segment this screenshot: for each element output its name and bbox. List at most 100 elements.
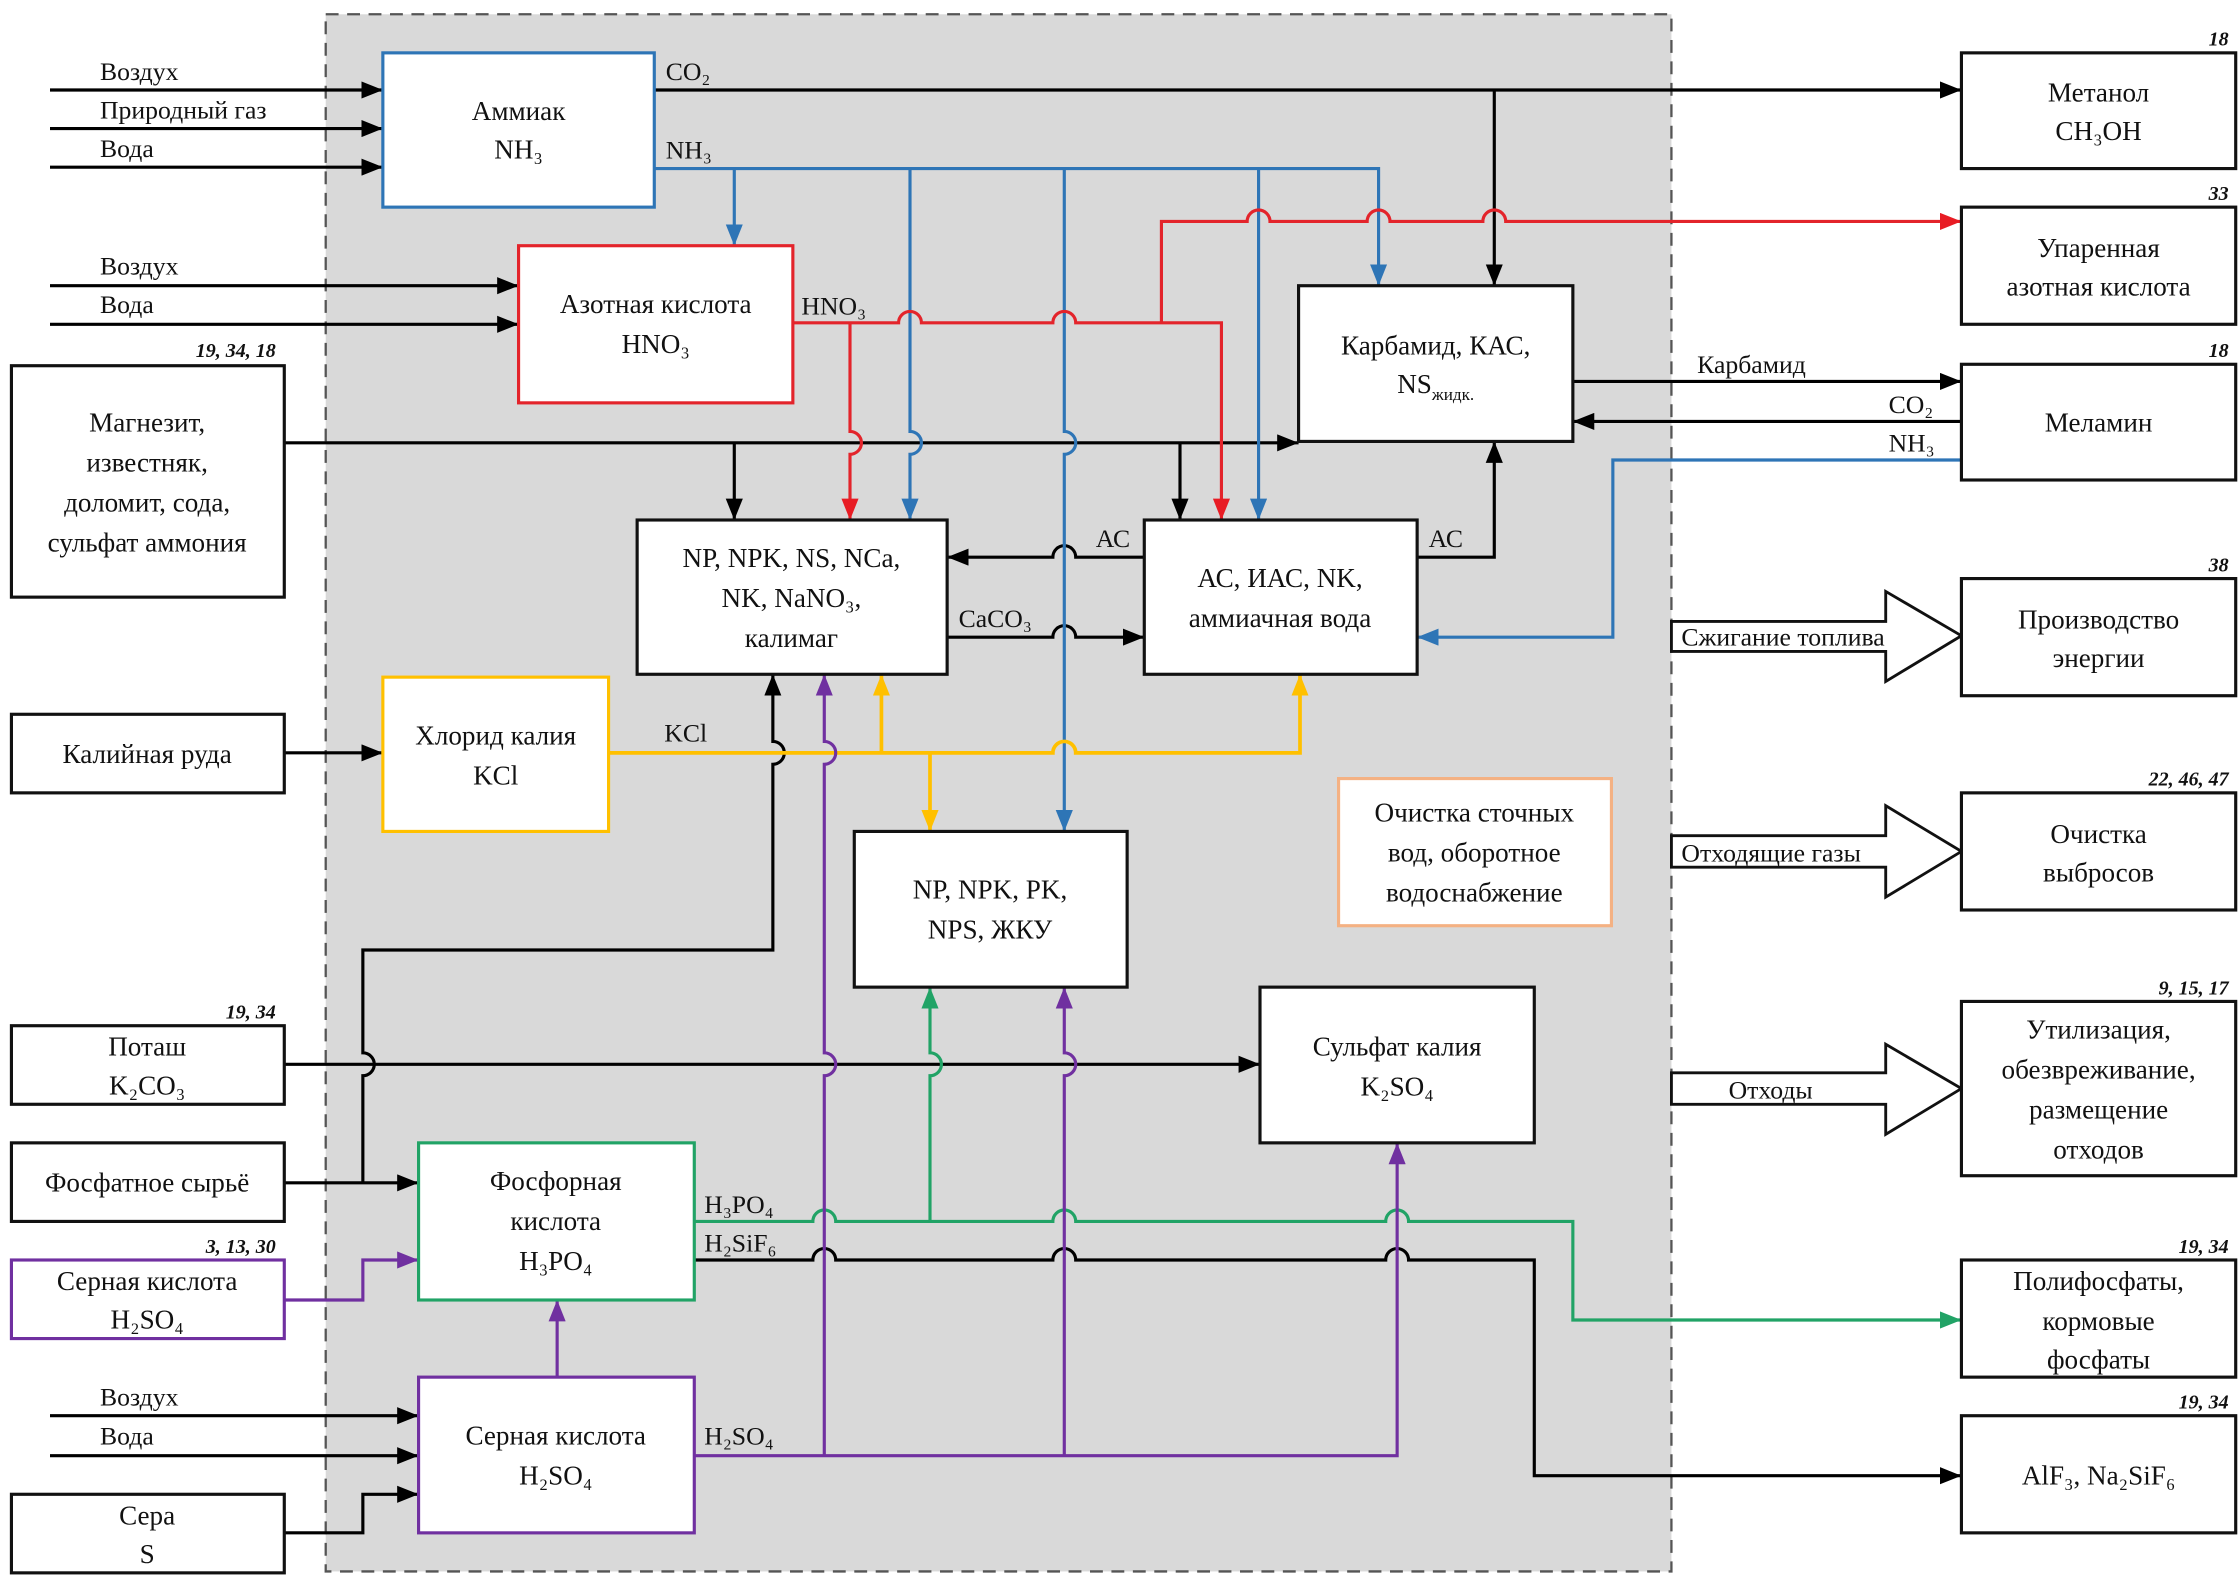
node-potassium-chloride-line-2: KCl	[473, 760, 518, 790]
node-np-complex-line-1: NP, NPK, NS, NCa,	[683, 543, 901, 573]
input-label-sulfuric-water: Вода	[100, 1421, 154, 1450]
node-ammonia-line-2: NH₃	[494, 135, 543, 165]
node-energy-refs: 38	[2208, 554, 2229, 576]
node-sulfur-line-2: S	[140, 1539, 155, 1569]
node-melamine-line-1: Меламин	[2045, 407, 2153, 437]
flow-label-hno3: HNO₃	[801, 291, 866, 320]
node-wastewater-line-1: Очистка сточных	[1374, 797, 1574, 827]
node-wastewater-line-2: вод, оборотное	[1388, 837, 1561, 867]
node-carbamide: Карбамид, КАС, NSжидк.	[1297, 284, 1575, 443]
input-label-ammonia-air: Воздух	[100, 57, 179, 86]
node-polyphosphates-line-3: фосфаты	[2047, 1345, 2150, 1375]
block-arrow-fuel	[1670, 588, 1965, 684]
node-waste-disposal-refs: 9, 15, 17	[2159, 977, 2230, 999]
flow-label-as-left: АС	[1096, 524, 1130, 553]
node-phosphoric-acid: Фосфорная кислота H₃PO₄	[417, 1141, 696, 1302]
flow-kcl-to-as	[608, 674, 1309, 755]
flow-label-as-right: АС	[1429, 524, 1463, 553]
node-sulfuric-internal-line-2: H₂SO₄	[519, 1460, 592, 1490]
node-sulfur: Сера S	[9, 1492, 286, 1575]
flow-label-kcl: KCl	[664, 718, 707, 747]
block-arrow-waste	[1670, 1041, 1965, 1137]
node-nitric-acid: Азотная кислота HNO₃	[517, 244, 795, 405]
node-methanol-refs: 18	[2209, 29, 2229, 51]
input-label-nitric-water: Вода	[100, 290, 154, 319]
node-fluorides: 19, 34 AlF₃, Na₂SiF₆	[1959, 1392, 2238, 1535]
node-phosphoric-acid-line-1: Фосфорная	[490, 1166, 622, 1196]
node-emission-cleaning-refs: 22, 46, 47	[2148, 769, 2230, 791]
node-sulfur-line-1: Сера	[119, 1500, 175, 1530]
node-phosphoric-acid-line-3: H₃PO₄	[519, 1246, 592, 1276]
node-np-complex-line-3: калимаг	[745, 623, 838, 653]
node-potash-refs: 19, 34	[226, 1002, 276, 1024]
flow-hno3-to-concentrated	[1159, 208, 1962, 323]
flow-label-co2: CO₂	[666, 57, 711, 86]
node-energy: 38 Производство энергии	[1959, 554, 2238, 698]
flow-label-h3po4: H₃PO₄	[704, 1190, 773, 1219]
node-fluorides-line-1: AlF₃, Na₂SiF₆	[2022, 1460, 2175, 1490]
node-magnesite-line-3: доломит, сода,	[64, 487, 230, 517]
node-magnesite-line-4: сульфат аммония	[48, 527, 247, 557]
node-polyphosphates-refs: 19, 34	[2179, 1236, 2229, 1258]
node-sulfuric-internal: Серная кислота H₂SO₄	[417, 1375, 696, 1535]
flow-label-carbamide: Карбамид	[1697, 350, 1806, 379]
node-emission-cleaning-line-2: выбросов	[2043, 857, 2154, 887]
flow-label-melamine-nh3: NH₃	[1889, 428, 1935, 457]
node-concentrated-nitric-line-1: Упаренная	[2037, 233, 2160, 263]
flow-label-h2sif6: H₂SiF₆	[704, 1228, 776, 1257]
node-melamine-refs: 18	[2209, 340, 2229, 362]
node-ammonium-nitrate-line-2: аммиачная вода	[1189, 603, 1372, 633]
node-phosphoric-acid-line-2: кислота	[510, 1206, 601, 1236]
node-ammonia-line-1: Аммиак	[472, 96, 566, 126]
node-concentrated-nitric: 33 Упаренная азотная кислота	[1959, 183, 2238, 326]
node-carbamide-subscript: жидк.	[1431, 385, 1474, 404]
node-concentrated-nitric-line-2: азотная кислота	[2006, 272, 2190, 302]
input-label-nitric-air: Воздух	[100, 251, 179, 280]
node-potassium-sulfate: Сульфат калия K₂SO₄	[1258, 985, 1536, 1145]
node-ammonium-nitrate: АС, ИАС, NK, аммиачная вода	[1142, 518, 1419, 676]
flow-phosphate-to-np	[361, 674, 786, 1183]
node-potash: 19, 34 Поташ K₂CO₃	[9, 1002, 286, 1106]
node-potassium-chloride-line-1: Хлорид калия	[415, 720, 576, 750]
node-methanol-line-1: Метанол	[2048, 77, 2149, 107]
node-carbamide-line-1: Карбамид, КАС,	[1341, 330, 1530, 360]
node-waste-disposal-line-4: отходов	[2053, 1135, 2144, 1165]
node-waste-disposal-line-1: Утилизация,	[2026, 1015, 2171, 1045]
node-wastewater-line-3: водоснабжение	[1386, 877, 1563, 907]
flow-melamine-nh3-to-as	[1417, 458, 1962, 646]
node-potassium-chloride: Хлорид калия KCl	[381, 675, 611, 833]
node-phosphate-raw-line-1: Фосфатное сырьё	[45, 1167, 249, 1197]
node-np-complex: NP, NPK, NS, NCa, NK, NaNO₃, калимаг	[635, 518, 949, 676]
node-nitric-acid-line-1: Азотная кислота	[560, 289, 752, 319]
input-label-sulfuric-air: Воздух	[100, 1383, 179, 1412]
node-magnesite-refs: 19, 34, 18	[196, 340, 276, 362]
flow-label-melamine-co2: CO₂	[1889, 390, 1934, 419]
node-npk-liquid: NP, NPK, PK, NPS, ЖКУ	[852, 829, 1129, 989]
node-polyphosphates-line-2: кормовые	[2042, 1306, 2154, 1336]
node-magnesite-line-1: Магнезит,	[89, 407, 205, 437]
node-waste-disposal: 9, 15, 17 Утилизация, обезвреживание, ра…	[1959, 977, 2238, 1178]
node-sulfuric-external: 3, 13, 30 Серная кислота H₂SO₄	[9, 1236, 286, 1341]
node-potash-ore-line-1: Калийная руда	[62, 739, 231, 769]
block-arrows: Сжигание топлива Отходящие газы Отходы	[1670, 588, 1965, 1137]
block-arrow-fuel-label: Сжигание топлива	[1681, 623, 1885, 652]
node-methanol-line-2: CH₃OH	[2055, 116, 2141, 146]
node-waste-disposal-line-3: размещение	[2029, 1095, 2168, 1125]
node-potassium-sulfate-line-1: Сульфат калия	[1313, 1032, 1482, 1062]
node-potash-ore: Калийная руда	[9, 712, 286, 795]
node-melamine: 18 Меламин	[1959, 340, 2238, 482]
node-potash-line-1: Поташ	[108, 1032, 186, 1062]
node-energy-line-1: Производство	[2018, 605, 2179, 635]
input-label-ammonia-gas: Природный газ	[100, 96, 267, 125]
node-npk-liquid-line-1: NP, NPK, PK,	[913, 875, 1068, 905]
node-potash-line-2: K₂CO₃	[109, 1070, 185, 1100]
node-phosphate-raw: Фосфатное сырьё	[9, 1141, 286, 1223]
nodes: Аммиак NH₃ Азотная кислота HNO₃ Карбамид…	[9, 29, 2238, 1575]
flow-label-caco3: CaCO₃	[959, 604, 1032, 633]
flow-sulfur-to-sulfuric	[284, 1485, 419, 1535]
node-np-complex-line-2: NK, NaNO₃,	[722, 583, 862, 613]
node-sulfuric-internal-line-1: Серная кислота	[465, 1420, 646, 1450]
node-energy-line-2: энергии	[2053, 643, 2145, 673]
flow-ext-sulfuric-to-phosphoric	[284, 1251, 419, 1302]
flow-h3po4-to-npk-liquid	[921, 987, 943, 1222]
